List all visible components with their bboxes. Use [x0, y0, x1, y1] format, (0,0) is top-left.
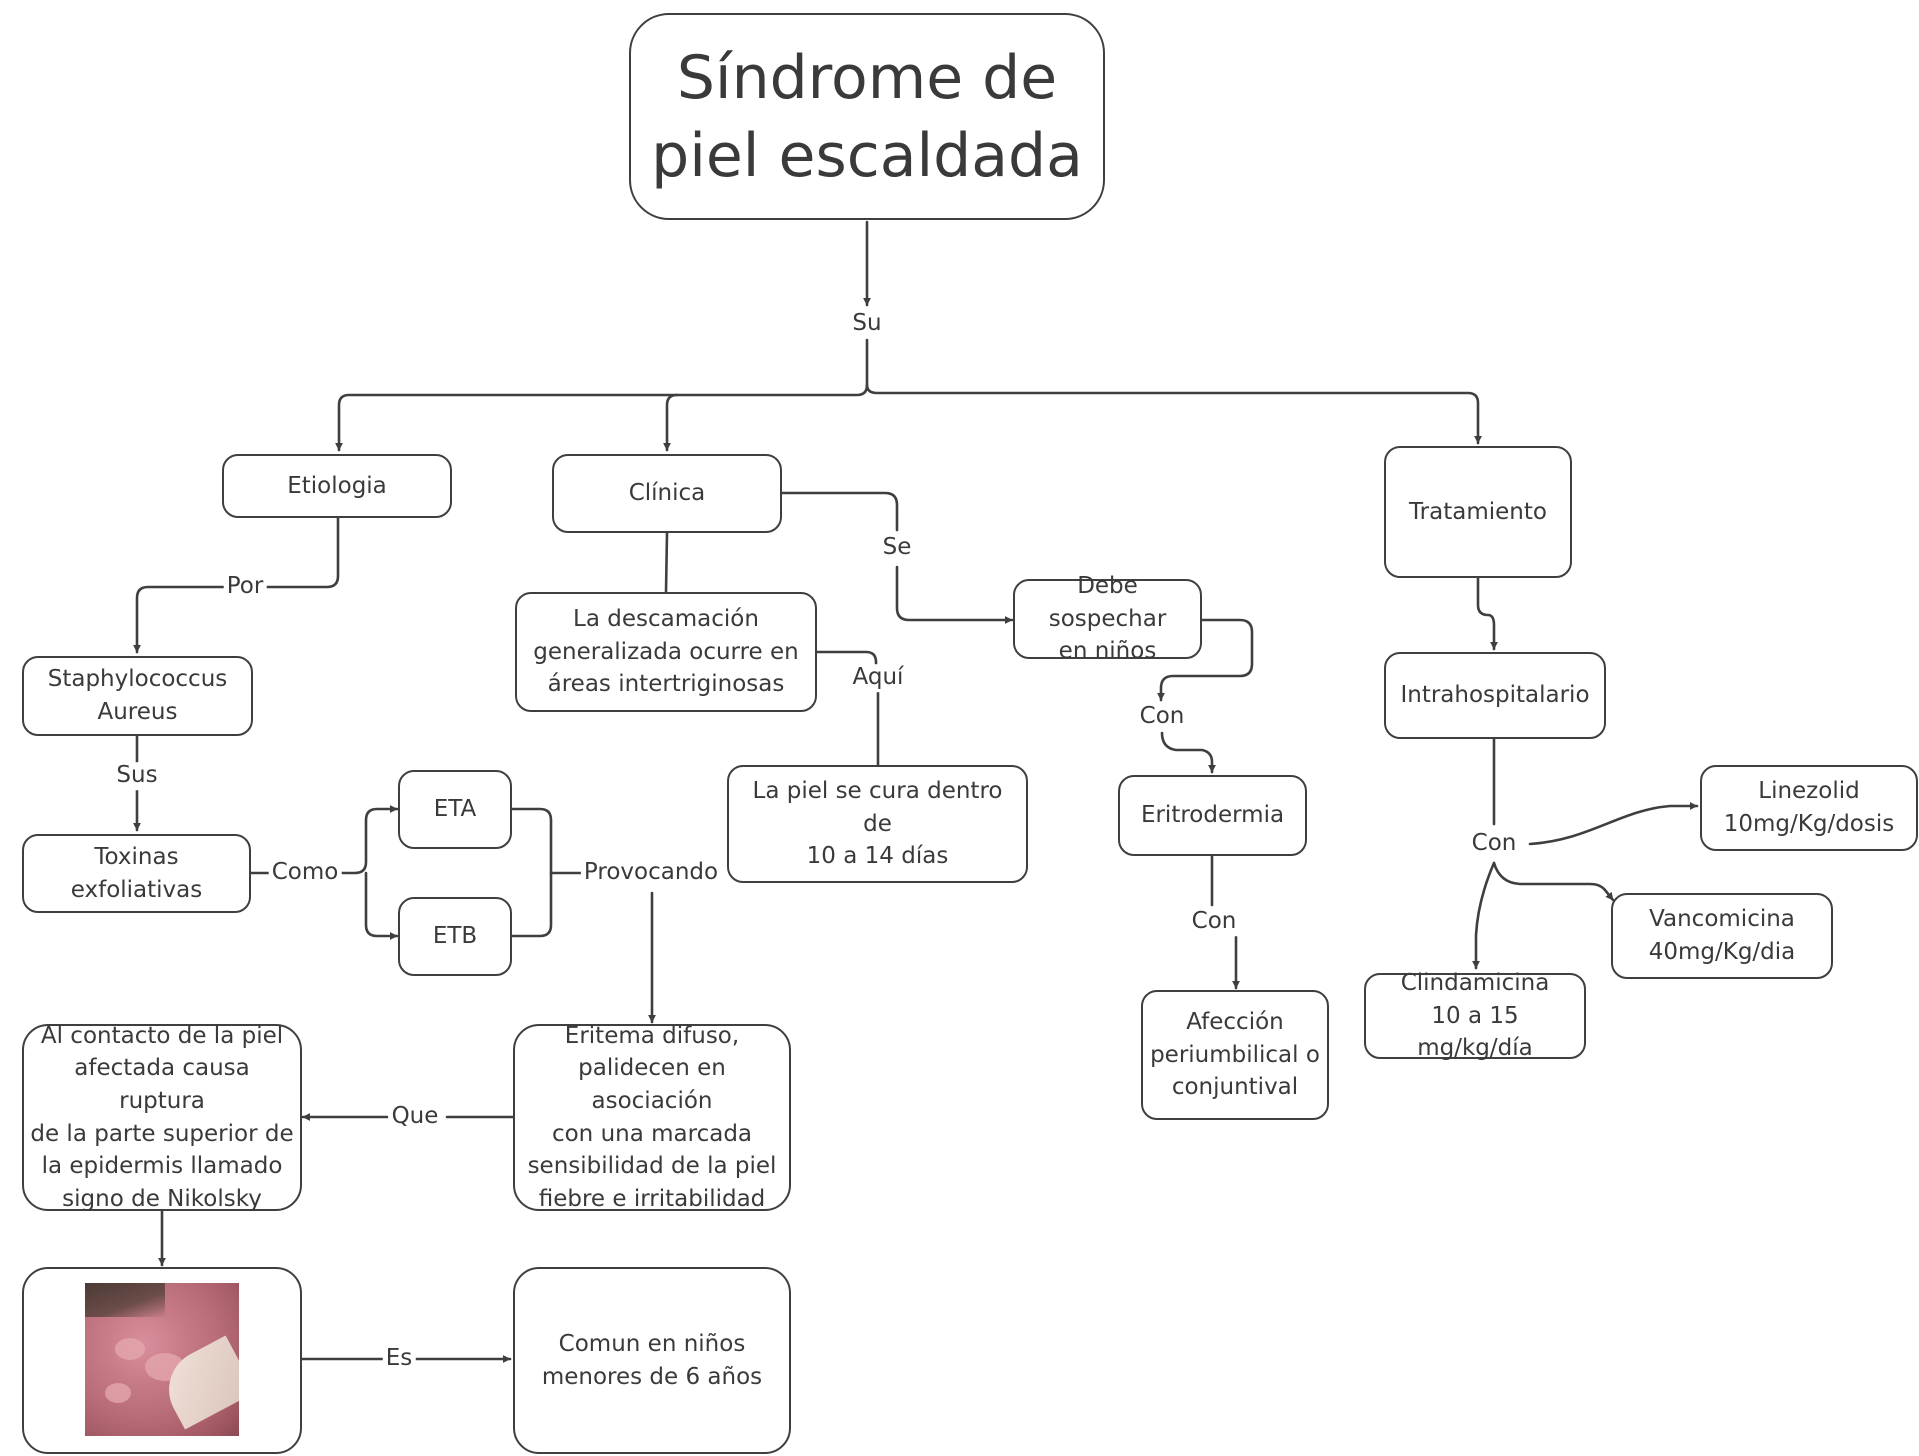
- node-staphylococcus: Staphylococcus Aureus: [22, 656, 253, 736]
- node-eta: ETA: [398, 770, 512, 849]
- edge-como-etb: [364, 871, 399, 940]
- label-con-sospechar: Con: [1136, 703, 1188, 731]
- label-sus: Sus: [113, 762, 161, 790]
- label-aqui: Aquí: [849, 664, 907, 692]
- edge-eta-provocando: [510, 807, 553, 938]
- skin-lesion-photo: [85, 1283, 239, 1436]
- edge-su-clinica: [663, 393, 679, 452]
- edge-clinica-se: [779, 491, 899, 532]
- node-descamacion: La descamación generalizada ocurre en ár…: [515, 592, 817, 712]
- node-debe-sospechar: Debe sospechar en niños: [1013, 573, 1202, 664]
- edge-con-vancomicina: [1492, 861, 1615, 902]
- node-comun: Comun en niños menores de 6 años: [513, 1267, 791, 1454]
- node-clindamicina: Clindamicina 10 a 15 mg/kg/día: [1364, 970, 1586, 1061]
- label-es: Es: [382, 1345, 416, 1373]
- edge-se-sospechar: [895, 565, 1014, 624]
- label-con-tratamiento: Con: [1468, 830, 1520, 858]
- edge-descamacion-aqui: [814, 650, 878, 667]
- label-con-eritrodermia: Con: [1188, 908, 1240, 936]
- edge-su-branches: [335, 338, 869, 452]
- label-su: Su: [849, 310, 885, 338]
- node-linezolid: Linezolid 10mg/Kg/dosis: [1700, 765, 1918, 851]
- label-por: Por: [223, 573, 267, 601]
- node-clinica: Clínica: [552, 454, 782, 533]
- node-etb: ETB: [398, 897, 512, 976]
- node-intrahospitalario: Intrahospitalario: [1384, 652, 1606, 739]
- edge-con-eritrodermia: [1160, 731, 1216, 774]
- edge-sospechar-con: [1157, 618, 1254, 702]
- edge-con-clindamicina: [1472, 861, 1496, 970]
- node-toxinas-exfoliativas: Toxinas exfoliativas: [22, 834, 251, 913]
- edge-con-linezolid: [1528, 802, 1699, 846]
- node-piel-cura: La piel se cura dentro de 10 a 14 días: [727, 765, 1028, 883]
- label-como: Como: [268, 859, 342, 887]
- node-afeccion: Afección periumbilical o conjuntival: [1141, 990, 1329, 1120]
- label-se: Se: [879, 534, 915, 562]
- node-etiologia: Etiologia: [222, 454, 452, 518]
- edge-su-tratamiento: [865, 383, 1482, 445]
- edge-clinica-descamacion: [664, 531, 669, 594]
- node-vancomicina: Vancomicina 40mg/Kg/dia: [1611, 893, 1833, 979]
- label-que: Que: [388, 1103, 442, 1131]
- label-provocando: Provocando: [580, 859, 722, 887]
- edge-como-eta: [338, 805, 399, 875]
- edge-tratamiento-intra: [1476, 576, 1498, 651]
- node-eritema: Eritema difuso, palidecen en asociación …: [513, 1023, 791, 1212]
- node-eritrodermia: Eritrodermia: [1118, 775, 1307, 856]
- title-node: Síndrome de piel escaldada: [629, 13, 1105, 220]
- node-nikolsky: Al contacto de la piel afectada causa ru…: [22, 1023, 302, 1212]
- node-tratamiento: Tratamiento: [1384, 446, 1572, 578]
